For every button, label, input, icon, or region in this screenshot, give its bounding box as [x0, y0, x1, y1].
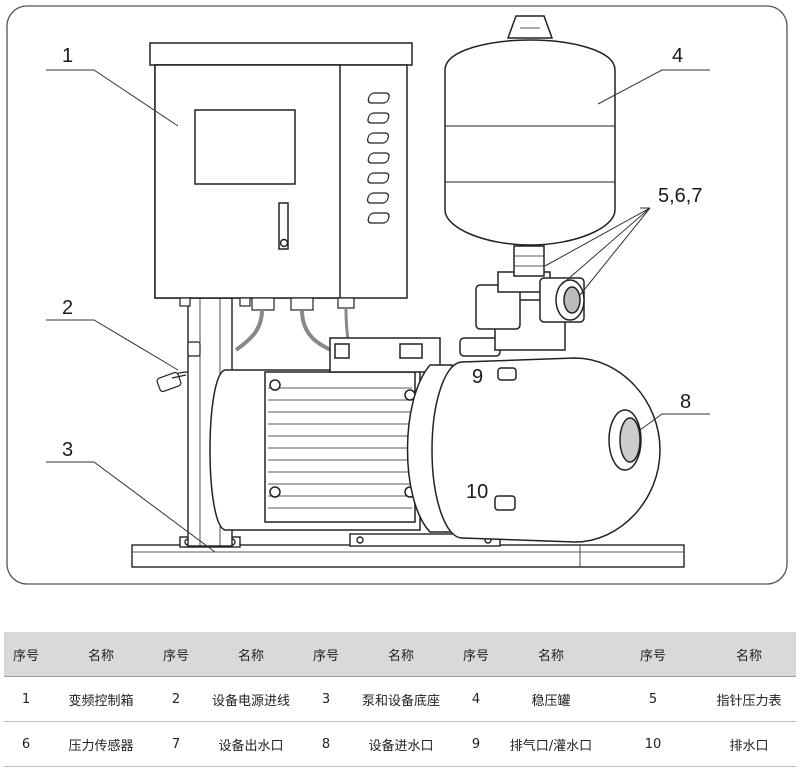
header-name-2: 名称	[198, 632, 304, 677]
outlet-fittings	[475, 245, 585, 351]
parts-table: 序号 名称 序号 名称 序号 名称 序号 名称 序号 名称 1 变频控制箱 2 …	[4, 632, 796, 767]
table-cell: 排气口/灌水口	[498, 721, 604, 767]
header-serial-2: 序号	[154, 632, 198, 677]
table-cell: 设备进水口	[348, 721, 454, 767]
power-cable-inlet	[156, 341, 201, 393]
callout-8: 8	[680, 391, 691, 413]
table-cell: 7	[154, 721, 198, 767]
header-name-5: 名称	[702, 632, 796, 677]
header-serial-5: 序号	[604, 632, 702, 677]
table-cell: 8	[304, 721, 348, 767]
callout-lines	[46, 69, 710, 553]
header-serial-1: 序号	[4, 632, 48, 677]
callout-5-6-7: 5,6,7	[658, 185, 702, 207]
table-row: 6 压力传感器 7 设备出水口 8 设备进水口 9 排气口/灌水口 10 排水口	[4, 721, 796, 767]
callout-3: 3	[62, 439, 73, 461]
table-cell: 5	[604, 676, 702, 722]
header-serial-3: 序号	[304, 632, 348, 677]
table-cell: 10	[604, 721, 702, 767]
table-cell: 变频控制箱	[48, 676, 154, 722]
table-cell: 泵和设备底座	[348, 676, 454, 722]
table-cell: 6	[4, 721, 48, 767]
callout-1: 1	[62, 45, 73, 67]
callout-4: 4	[672, 45, 683, 67]
table-cell: 1	[4, 676, 48, 722]
table-cell: 3	[304, 676, 348, 722]
pump-diagram: 1 2 3 4 5,6,7 8 9 10	[6, 5, 788, 585]
callout-10: 10	[466, 481, 488, 503]
pump-body	[406, 337, 661, 543]
header-name-1: 名称	[48, 632, 154, 677]
table-cell: 4	[454, 676, 498, 722]
vent-slots	[366, 92, 390, 224]
table-cell: 9	[454, 721, 498, 767]
table-cell: 指针压力表	[702, 676, 796, 722]
header-name-3: 名称	[348, 632, 454, 677]
table-header-row: 序号 名称 序号 名称 序号 名称 序号 名称 序号 名称	[4, 632, 796, 677]
header-name-4: 名称	[498, 632, 604, 677]
table-cell: 2	[154, 676, 198, 722]
table-cell: 稳压罐	[498, 676, 604, 722]
callout-9: 9	[472, 366, 483, 388]
header-serial-4: 序号	[454, 632, 498, 677]
table-cell: 排水口	[702, 721, 796, 767]
table-cell: 设备出水口	[198, 721, 304, 767]
table-row: 1 变频控制箱 2 设备电源进线 3 泵和设备底座 4 稳压罐 5 指针压力表	[4, 676, 796, 722]
frequency-control-box	[149, 42, 413, 299]
table-cell: 设备电源进线	[198, 676, 304, 722]
table-cell: 压力传感器	[48, 721, 154, 767]
callout-2: 2	[62, 297, 73, 319]
pressure-tank	[444, 15, 616, 246]
pump-motor	[209, 337, 441, 531]
